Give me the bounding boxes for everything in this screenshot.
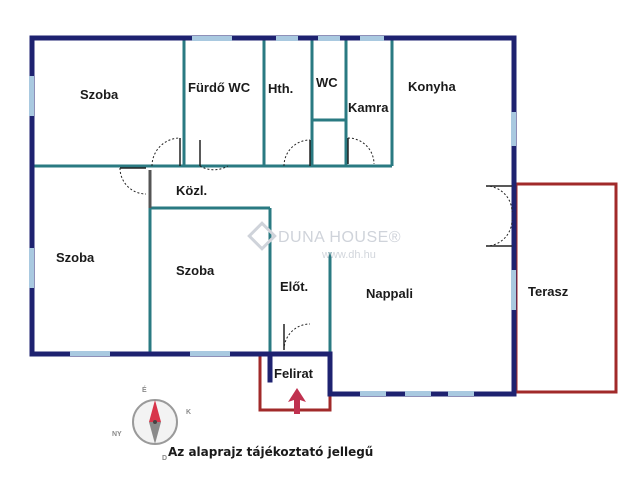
room-label-szoba-mid: Szoba <box>176 263 215 278</box>
compass-south-label: D <box>162 455 167 462</box>
windows <box>29 36 516 396</box>
room-label-hth: Hth. <box>268 81 293 96</box>
room-label-konyha: Konyha <box>408 79 456 94</box>
disclaimer-note: Az alaprajz tájékoztató jellegű <box>168 445 373 459</box>
watermark-brand: DUNA HOUSE® <box>278 229 401 246</box>
room-label-kamra: Kamra <box>348 100 389 115</box>
compass-icon <box>132 399 178 445</box>
room-label-felirat: Felirat <box>274 366 314 381</box>
compass-west-label: NY <box>112 431 122 438</box>
room-label-nappali: Nappali <box>366 286 413 301</box>
watermark-url: www.dh.hu <box>321 249 376 261</box>
entrance-arrow-icon <box>288 388 306 414</box>
room-label-kozl: Közl. <box>176 183 207 198</box>
duna-house-logo-icon <box>247 221 277 251</box>
compass-east-label: K <box>186 409 191 416</box>
door-leaves <box>120 138 512 350</box>
room-label-elot: Előt. <box>280 279 308 294</box>
room-label-wc: WC <box>316 75 338 90</box>
room-label-terasz: Terasz <box>528 284 569 299</box>
interior-walls <box>32 38 394 352</box>
room-label-furdo-wc: Fürdő WC <box>188 80 251 95</box>
room-label-szoba-left: Szoba <box>56 250 95 265</box>
room-label-szoba-top: Szoba <box>80 87 119 102</box>
compass-north-label: É <box>142 385 147 394</box>
